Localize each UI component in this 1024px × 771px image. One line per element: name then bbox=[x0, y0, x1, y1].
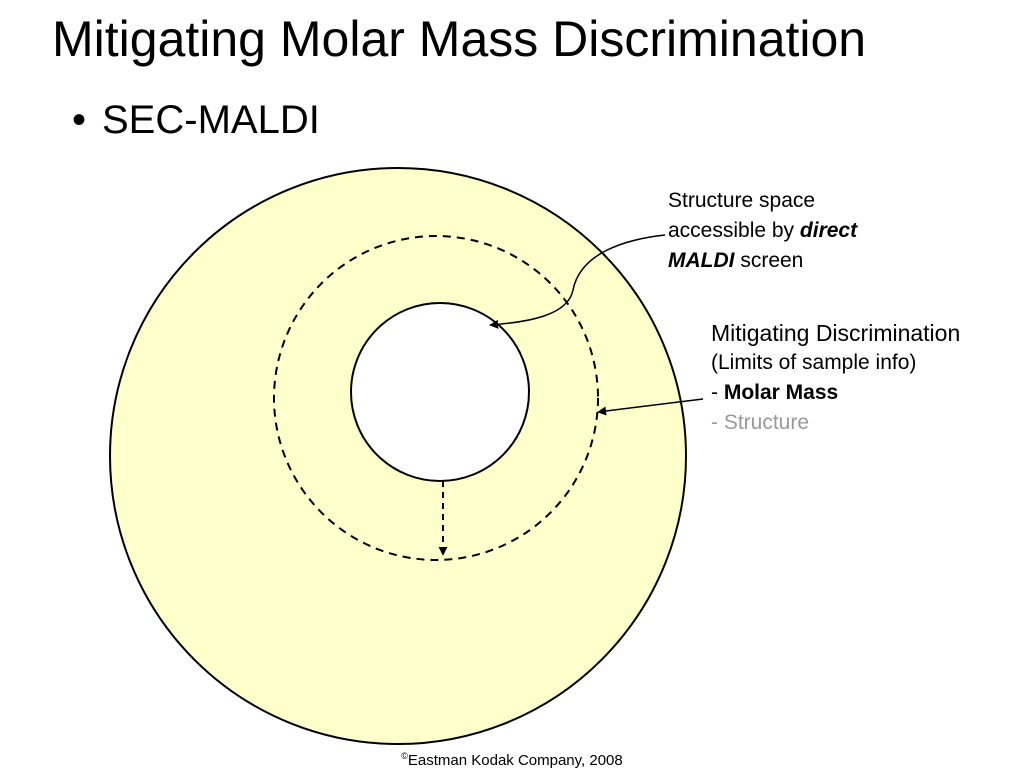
dashed-circle bbox=[273, 235, 599, 561]
bullet-dot: • bbox=[72, 98, 87, 142]
callout-text: screen bbox=[734, 249, 804, 272]
callout-line: MALDI screen bbox=[668, 246, 857, 276]
inner-circle bbox=[350, 302, 530, 482]
callout-emphasis: direct bbox=[799, 219, 858, 242]
copyright-footer: ©Eastman Kodak Company, 2008 bbox=[0, 746, 1024, 771]
direct-maldi-callout: Structure space accessible by direct MAL… bbox=[668, 186, 857, 276]
callout-emphasis: MALDI bbox=[668, 249, 735, 272]
direct-maldi-arrow bbox=[489, 234, 666, 329]
callout-dash: - bbox=[711, 381, 724, 404]
callout-line: accessible by direct bbox=[668, 216, 857, 246]
callout-line: Structure space bbox=[668, 189, 816, 212]
callout-text: accessible by bbox=[668, 219, 800, 242]
callout-item: - Structure bbox=[711, 411, 810, 434]
slide-title: Mitigating Molar Mass Discrimination bbox=[52, 11, 867, 67]
bullet-text: SEC-MALDI bbox=[102, 98, 320, 142]
callout-item-label: Molar Mass bbox=[723, 381, 839, 404]
mitigating-arrow bbox=[597, 398, 704, 416]
mitigating-callout: Mitigating Discrimination (Limits of sam… bbox=[711, 318, 960, 438]
copyright-symbol: © bbox=[401, 751, 408, 761]
copyright-text: Eastman Kodak Company, 2008 bbox=[407, 752, 623, 769]
bullet-item: • SEC-MALDI bbox=[72, 95, 320, 145]
callout-subheading: (Limits of sample info) bbox=[711, 351, 917, 374]
callout-heading: Mitigating Discrimination bbox=[711, 320, 961, 346]
callout-item: - Molar Mass bbox=[711, 378, 960, 408]
